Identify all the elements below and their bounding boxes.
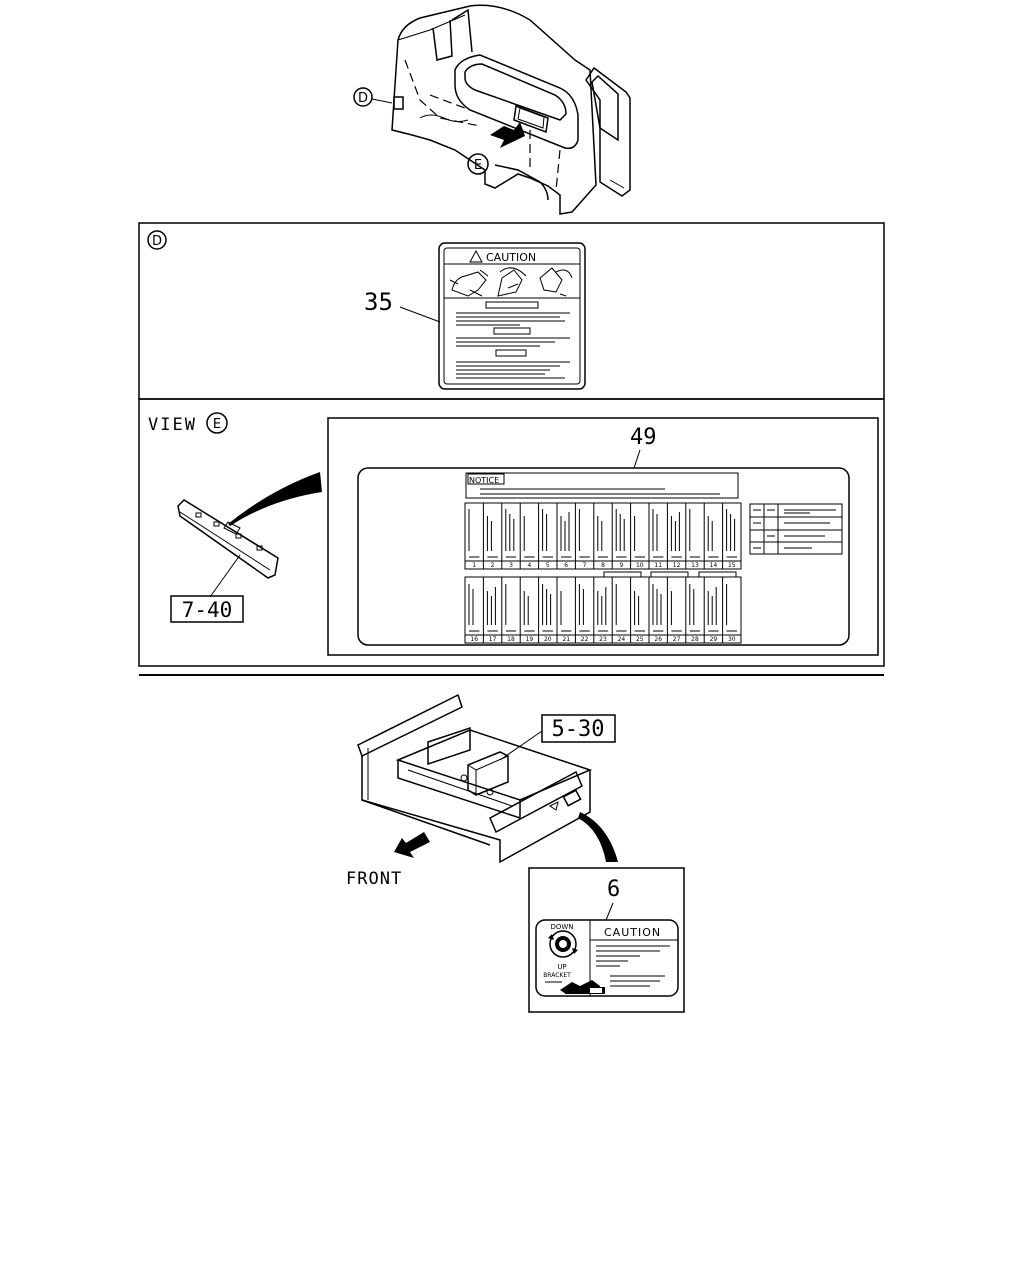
svg-text:CAUTION: CAUTION bbox=[486, 251, 536, 264]
panel-view-e: VIEW E 7-40 49 NOTICE bbox=[138, 398, 885, 667]
part-number-49: 49 bbox=[630, 425, 657, 450]
part-number-35: 35 bbox=[364, 288, 393, 316]
warning-triangle-icon bbox=[469, 249, 483, 263]
fuse-number: 26 bbox=[654, 636, 662, 643]
notice-legend-table bbox=[749, 503, 843, 555]
callout-d: D bbox=[353, 87, 393, 107]
front-arrow-icon bbox=[394, 832, 430, 858]
fuse-number: 13 bbox=[691, 562, 699, 569]
fuse-number: 6 bbox=[564, 562, 568, 569]
fuse-number: 9 bbox=[619, 562, 623, 569]
ref-box-5-30: 5-30 bbox=[541, 714, 616, 743]
leader-curve-49 bbox=[228, 472, 322, 526]
fuse-number: 25 bbox=[636, 636, 644, 643]
glovebox-lid bbox=[177, 499, 279, 579]
view-e-title: VIEW bbox=[148, 415, 197, 435]
fuse-number: 29 bbox=[710, 636, 718, 643]
fuse-number: 5 bbox=[546, 562, 550, 569]
svg-text:D: D bbox=[358, 91, 368, 106]
sticker-d-location bbox=[393, 96, 404, 110]
fuse-number: 18 bbox=[507, 636, 515, 643]
fuse-number: 23 bbox=[599, 636, 607, 643]
fuse-number: 7 bbox=[583, 562, 587, 569]
fuse-number: 14 bbox=[710, 562, 718, 569]
fuse-number: 10 bbox=[636, 562, 644, 569]
svg-text:NOTICE: NOTICE bbox=[469, 476, 499, 485]
view-e-marker: E bbox=[213, 417, 221, 432]
pictogram-row bbox=[449, 267, 573, 297]
fuse-number: 8 bbox=[601, 562, 605, 569]
front-label: FRONT bbox=[346, 869, 402, 889]
ref-box-7-40: 7-40 bbox=[170, 595, 244, 623]
svg-text:CAUTION: CAUTION bbox=[604, 926, 661, 939]
fuse-number: 16 bbox=[470, 636, 478, 643]
label-6-detail: 6 CAUTION DOWN UP BRAC bbox=[528, 867, 685, 1013]
fuse-number: 22 bbox=[581, 636, 589, 643]
part-number-6: 6 bbox=[607, 877, 620, 902]
fuse-number: 27 bbox=[673, 636, 681, 643]
fuse-number: 28 bbox=[691, 636, 699, 643]
fuse-grid-bottom: 16 17 18 19 20 21 22 23 24 25 26 27 28 29 30 bbox=[464, 576, 742, 644]
fuse-number: 1 bbox=[472, 562, 476, 569]
dial-down-label: DOWN bbox=[550, 923, 573, 931]
fuse-number: 2 bbox=[491, 562, 495, 569]
fuse-number: 21 bbox=[562, 636, 570, 643]
fuse-number: 20 bbox=[544, 636, 552, 643]
dial-up-label: UP bbox=[557, 963, 566, 971]
fuse-number: 3 bbox=[509, 562, 513, 569]
fuse-number: 24 bbox=[618, 636, 626, 643]
fuse-number: 19 bbox=[526, 636, 534, 643]
fuse-number: 17 bbox=[489, 636, 497, 643]
panel-d: D 35 CAUTION bbox=[138, 222, 885, 400]
view-e-arrow-icon bbox=[490, 122, 525, 148]
callout-e: E bbox=[467, 153, 489, 175]
bracket-label: BRACKET bbox=[543, 972, 571, 979]
svg-text:5-30: 5-30 bbox=[552, 717, 605, 742]
fuse-number: 15 bbox=[728, 562, 736, 569]
caution-label-6: CAUTION DOWN UP BRACKET bbox=[535, 919, 679, 997]
caution-text-lines bbox=[456, 312, 570, 379]
fuse-number: 11 bbox=[654, 562, 662, 569]
svg-text:7-40: 7-40 bbox=[182, 598, 233, 622]
panel-d-marker: D bbox=[152, 234, 162, 249]
caution-label-35: CAUTION bbox=[438, 242, 586, 390]
cab-interior-illustration: D E bbox=[353, 4, 631, 215]
fuse-number: 30 bbox=[728, 636, 736, 643]
bracket-pictogram bbox=[545, 980, 605, 994]
fuse-number: 4 bbox=[527, 562, 531, 569]
fuse-number: 12 bbox=[673, 562, 681, 569]
rotation-dial-icon bbox=[548, 930, 578, 958]
leader-curve-6 bbox=[578, 812, 618, 862]
frame-rail-illustration bbox=[357, 693, 593, 864]
svg-text:E: E bbox=[474, 158, 482, 173]
